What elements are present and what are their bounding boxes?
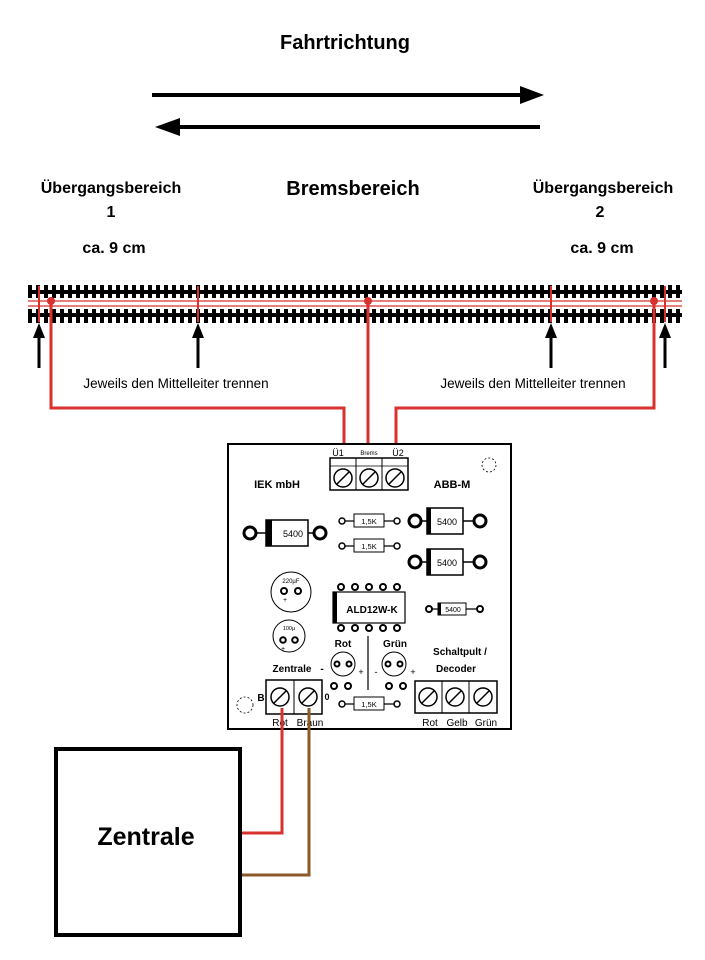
diode-1 [242, 519, 328, 547]
terminal-label-u1: Ü1 [332, 448, 344, 458]
resistor-3 [338, 696, 401, 711]
track [28, 285, 682, 323]
schaltpult-label: Schaltpult / [433, 647, 487, 658]
relay-label: ALD12W-K [346, 605, 398, 616]
schaltpult-terminal-block [414, 680, 498, 714]
brake-zone-label: Bremsbereich [286, 178, 419, 200]
decoder-label: Decoder [436, 664, 476, 675]
cut-note-left: Jeweils den Mittelleiter trennen [83, 376, 268, 391]
direction-title: Fahrtrichtung [280, 32, 410, 54]
zentrale-box [54, 747, 242, 937]
direction-arrow-left [155, 118, 540, 136]
capacitor-2-plus: + [281, 646, 285, 653]
wire-label-gelb: Gelb [446, 718, 468, 729]
right-transition-number: 2 [596, 204, 605, 221]
cut-point-arrow-4 [659, 323, 671, 368]
diode-1-label: 5400 [283, 529, 303, 539]
capacitor-1-label: 220µF [282, 579, 299, 585]
left-transition-number: 1 [107, 204, 116, 221]
capacitor-1 [270, 571, 312, 613]
zentrale-terminal-label: Zentrale [273, 664, 312, 675]
wire-label-rot-left: Rot [272, 718, 288, 729]
capacitor-2 [272, 619, 306, 653]
capacitor-2-label: 100µ [283, 626, 296, 632]
terminal-label-brems: Brems [360, 451, 377, 457]
diode-3-label: 5400 [437, 558, 457, 568]
feed-point-left [47, 297, 55, 305]
wire-label-rot-right: Rot [422, 718, 438, 729]
cut-point-arrow-2 [192, 323, 204, 368]
zentrale-box-label: Zentrale [97, 823, 194, 851]
terminal-label-0: 0 [324, 692, 329, 702]
left-transition-label: Übergangsbereich [41, 178, 181, 197]
zentrale-terminal-block [265, 679, 323, 715]
left-transition-length: ca. 9 cm [82, 240, 145, 257]
mounting-hole-bottom [236, 696, 254, 714]
solder-pads [330, 682, 407, 690]
led-red-label: Rot [335, 639, 352, 650]
cut-note-right: Jeweils den Mittelleiter trennen [440, 376, 625, 391]
led-red [330, 651, 356, 677]
direction-arrow-right [152, 86, 544, 104]
led-green [381, 651, 407, 677]
terminal-label-u2: Ü2 [392, 448, 404, 458]
wire-red-zentrale [242, 708, 284, 835]
cut-point-arrow-1 [33, 323, 45, 368]
terminal-label-b: B [257, 693, 264, 704]
feed-point-center [364, 297, 372, 305]
diode-3 [407, 548, 488, 576]
diode-4-label: 5400 [445, 607, 461, 614]
led-green-plus: + [410, 667, 415, 677]
diode-2-label: 5400 [437, 517, 457, 527]
resistor-1-label: 1,5K [361, 517, 376, 526]
capacitor-1-plus: + [283, 597, 287, 604]
track-wires [49, 301, 656, 470]
board-model: ABB-M [434, 479, 471, 491]
resistor-2-label: 1,5K [361, 542, 376, 551]
feed-point-right [650, 297, 658, 305]
zentrale-minus: - [320, 664, 323, 675]
resistor-2 [338, 538, 401, 553]
cut-point-arrow-3 [545, 323, 557, 368]
resistor-1 [338, 513, 401, 528]
right-transition-length: ca. 9 cm [570, 240, 633, 257]
board-maker: IEK mbH [254, 479, 300, 491]
top-terminal-block [329, 457, 409, 491]
led-green-minus: - [375, 667, 378, 677]
resistor-3-label: 1,5K [361, 700, 376, 709]
right-transition-label: Übergangsbereich [533, 178, 673, 197]
led-red-plus: + [358, 667, 363, 677]
relay [332, 583, 406, 632]
mounting-hole-top [481, 457, 497, 473]
diode-2 [407, 507, 488, 535]
led-green-label: Grün [383, 639, 407, 650]
diode-4 [425, 602, 484, 616]
wire-brown-zentrale [242, 708, 311, 877]
wire-label-gruen: Grün [475, 718, 497, 729]
